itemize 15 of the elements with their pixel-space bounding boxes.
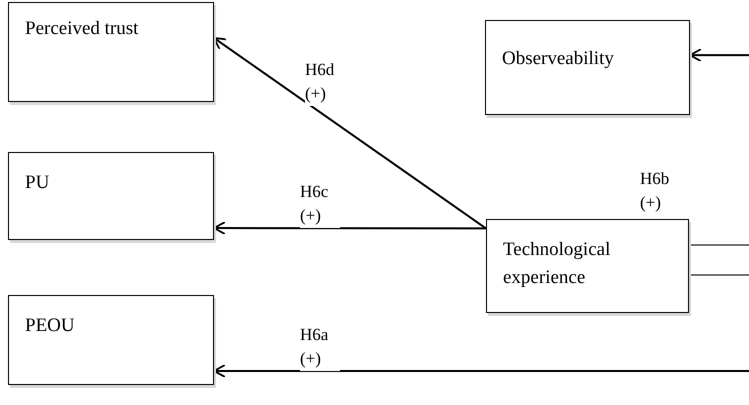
concept-box xyxy=(8,295,214,385)
concept-box xyxy=(486,219,689,313)
concept-box xyxy=(8,2,214,102)
concept-box xyxy=(8,152,214,240)
node-label: PU xyxy=(25,171,50,195)
double-line xyxy=(688,244,749,276)
node-label: PEOU xyxy=(25,314,76,338)
node-label: Perceived trust xyxy=(25,17,140,41)
arrow xyxy=(689,48,749,62)
arrow xyxy=(213,37,487,230)
concept-box xyxy=(485,20,690,115)
arrow xyxy=(213,221,486,235)
node-label: Observeability xyxy=(502,47,615,71)
arrow xyxy=(213,364,749,378)
node-label: Technological experience xyxy=(503,238,612,290)
